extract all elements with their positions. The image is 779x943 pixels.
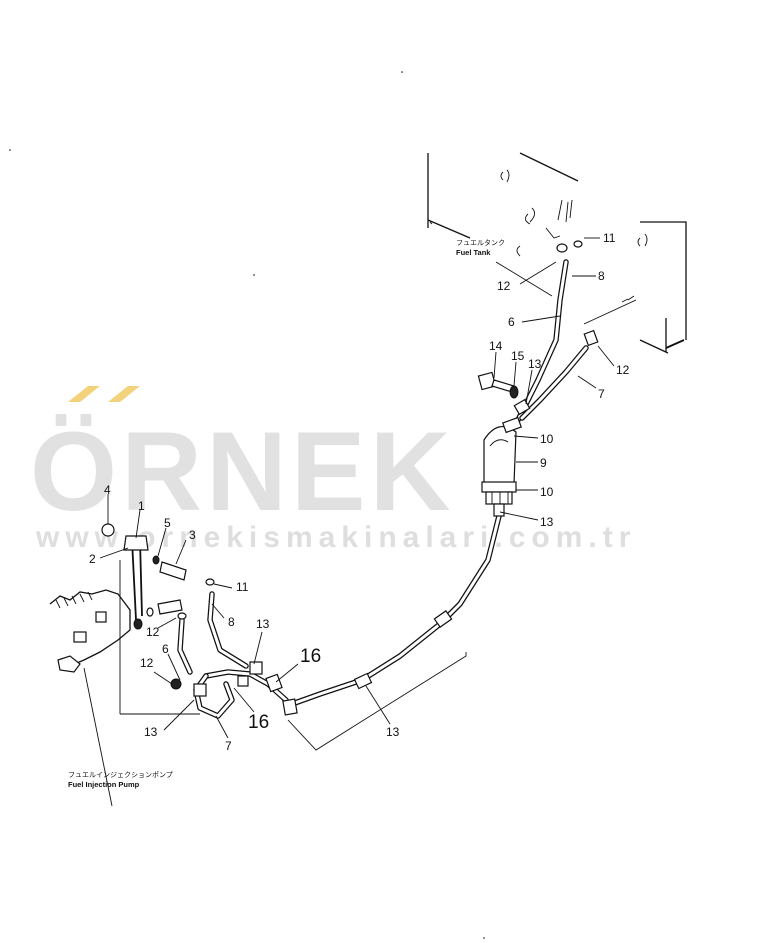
callout-6-left: 6 <box>162 642 169 656</box>
callout-11-top: 11 <box>603 231 616 245</box>
callout-13-top: 13 <box>528 357 542 371</box>
callout-13-left: 13 <box>144 725 158 739</box>
callout-15: 15 <box>511 349 525 363</box>
callout-3: 3 <box>189 528 196 542</box>
callout-9: 9 <box>540 456 547 470</box>
callout-14: 14 <box>489 339 503 353</box>
callout-7-top: 7 <box>598 387 605 401</box>
hose-clamps <box>193 398 531 716</box>
watermark-brand: ÖRNEK <box>30 409 454 534</box>
callout-2: 2 <box>89 552 96 566</box>
callout-12-left-upper: 12 <box>146 625 160 639</box>
callout-12-left-lower: 12 <box>140 656 154 670</box>
print-specks <box>9 71 485 939</box>
callout-4: 4 <box>104 483 111 497</box>
fuel-tank-label-jp: フュエルタンク <box>456 238 505 247</box>
callout-11-left: 11 <box>236 580 249 594</box>
callout-8-top: 8 <box>598 269 605 283</box>
left-bracket-assembly <box>101 523 215 690</box>
fuel-pump-label-jp: フュエルインジェクションポンプ <box>68 771 173 779</box>
filter-mount-bolt <box>477 240 599 399</box>
leader-lines <box>99 237 615 751</box>
callout-12-top: 12 <box>497 279 511 293</box>
callout-5: 5 <box>164 516 171 530</box>
callout-6-top: 6 <box>508 315 515 329</box>
callout-1: 1 <box>138 499 145 513</box>
callout-16-upper: 16 <box>300 646 321 667</box>
component-labels: フュエルタンク Fuel Tank フュエルインジェクションポンプ Fuel I… <box>68 238 505 789</box>
callout-numbers: 11 8 12 6 12 7 14 15 13 10 9 10 13 13 13… <box>89 231 630 753</box>
callout-13-middle: 13 <box>256 617 270 631</box>
callout-12-right: 12 <box>616 363 630 377</box>
callout-16-lower: 16 <box>248 712 269 733</box>
callout-7-bottom: 7 <box>225 739 232 753</box>
callout-10-upper: 10 <box>540 432 554 446</box>
fuel-tank-outline <box>427 152 687 354</box>
callout-8-left: 8 <box>228 615 235 629</box>
fuel-tank-label-en: Fuel Tank <box>456 248 491 257</box>
callout-13-bottom: 13 <box>386 725 400 739</box>
watermark-accent-mark <box>68 386 140 402</box>
fuel-injection-pump <box>49 589 131 807</box>
callout-13-filter: 13 <box>540 515 554 529</box>
fuel-pump-label-en: Fuel Injection Pump <box>68 780 140 789</box>
fuel-filter <box>481 416 522 517</box>
callout-10-lower: 10 <box>540 485 554 499</box>
